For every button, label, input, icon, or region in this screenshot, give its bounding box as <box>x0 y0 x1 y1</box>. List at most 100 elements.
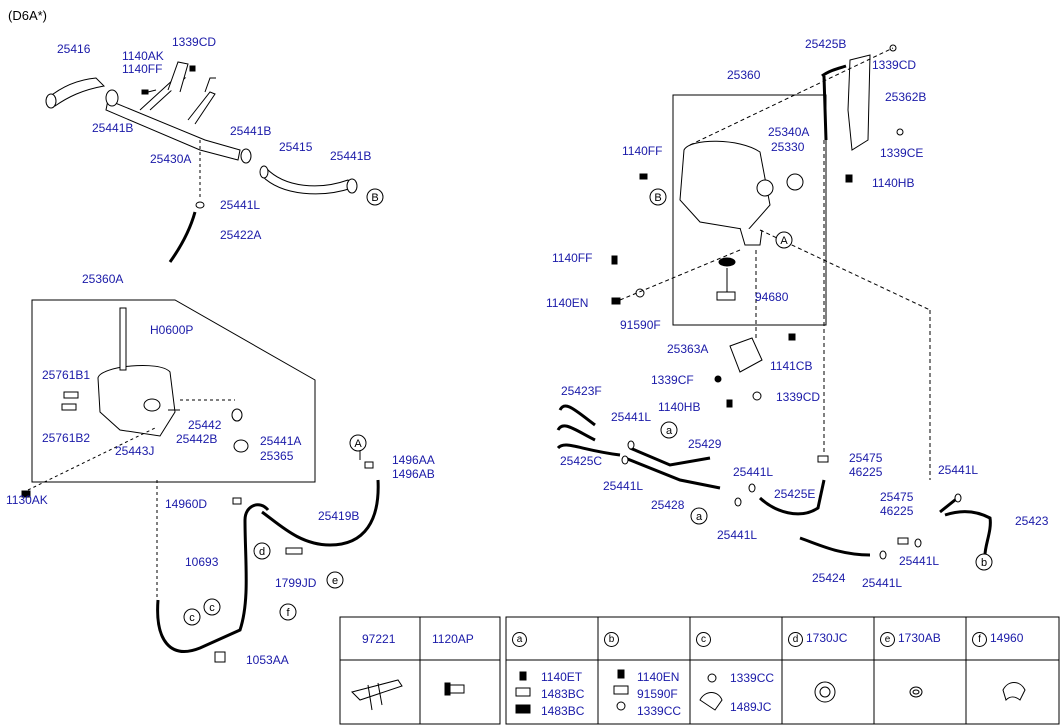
bolt-1140EN <box>611 297 621 305</box>
legend-a-part[interactable]: 1483BC <box>541 687 585 701</box>
reference-letter: b <box>981 557 987 569</box>
reference-circle-A: A <box>775 231 793 249</box>
part-number-94680[interactable]: 94680 <box>755 290 789 304</box>
legend-header-1120ap[interactable]: 1120AP <box>432 632 474 646</box>
legend-key-code[interactable]: 1730JC <box>806 631 848 645</box>
legend-header-a[interactable]: a <box>512 631 530 647</box>
part-number-46225[interactable]: 46225 <box>849 465 883 479</box>
part-number-1140ak[interactable]: 1140AK <box>122 49 164 63</box>
part-number-1339cd[interactable]: 1339CD <box>872 58 917 72</box>
part-number-1496ab[interactable]: 1496AB <box>392 467 435 481</box>
reservoir-tank <box>679 140 804 246</box>
part-number-25360[interactable]: 25360 <box>727 68 761 82</box>
part-number-25443j[interactable]: 25443J <box>115 444 155 458</box>
part-number-25441l[interactable]: 25441L <box>733 465 774 479</box>
part-number-25475[interactable]: 25475 <box>849 451 883 465</box>
legend-key-letter: d <box>788 632 803 647</box>
legend-b-part[interactable]: 1140EN <box>637 670 680 684</box>
part-number-46225[interactable]: 46225 <box>880 504 914 518</box>
legend-header-c[interactable]: c <box>696 631 714 647</box>
part-number-1140ff[interactable]: 1140FF <box>622 144 663 158</box>
part-number-25419b[interactable]: 25419B <box>318 509 360 523</box>
legend-key-code[interactable]: 14960 <box>990 631 1024 645</box>
legend-key-code[interactable]: 1730AB <box>898 631 941 645</box>
part-number-14960d[interactable]: 14960D <box>165 497 208 511</box>
part-number-1496aa[interactable]: 1496AA <box>392 453 435 467</box>
cap-25442 <box>180 399 249 453</box>
part-number-25441b[interactable]: 25441B <box>230 124 272 138</box>
part-number-25425b[interactable]: 25425B <box>805 37 847 51</box>
legend-a-part[interactable]: 1140ET <box>541 670 583 684</box>
part-number-25441b[interactable]: 25441B <box>330 149 372 163</box>
part-number-25441l[interactable]: 25441L <box>862 576 903 590</box>
part-number-25425c[interactable]: 25425C <box>560 454 603 468</box>
part-number-25424[interactable]: 25424 <box>812 571 846 585</box>
part-number-25330[interactable]: 25330 <box>771 140 805 154</box>
part-number-25761b1[interactable]: 25761B1 <box>42 368 91 382</box>
hose-10693 <box>156 503 270 653</box>
hose-25429 <box>629 446 711 467</box>
part-number-25428[interactable]: 25428 <box>651 498 685 512</box>
part-number-25416[interactable]: 25416 <box>57 42 91 56</box>
part-number-25442[interactable]: 25442 <box>188 418 222 432</box>
part-number-1339cd[interactable]: 1339CD <box>172 35 217 49</box>
part-number-1140ff[interactable]: 1140FF <box>552 251 593 265</box>
part-number-25441a[interactable]: 25441A <box>260 434 302 448</box>
reference-letter: B <box>371 192 378 204</box>
part-number-1140en[interactable]: 1140EN <box>546 296 589 310</box>
pipe-25430A <box>105 61 241 200</box>
part-number-h0600p[interactable]: H0600P <box>150 323 194 337</box>
part-number-25475[interactable]: 25475 <box>880 490 914 504</box>
part-number-1140hb[interactable]: 1140HB <box>658 400 701 414</box>
part-number-25441l[interactable]: 25441L <box>717 528 758 542</box>
part-number-1799jd[interactable]: 1799JD <box>275 576 317 590</box>
part-b-sketch <box>613 669 629 711</box>
part-number-25365[interactable]: 25365 <box>260 449 294 463</box>
part-number-25429[interactable]: 25429 <box>688 437 722 451</box>
part-number-1339ce[interactable]: 1339CE <box>880 146 924 160</box>
part-number-25362b[interactable]: 25362B <box>885 90 927 104</box>
part-number-1140hb[interactable]: 1140HB <box>872 176 915 190</box>
legend-b-part[interactable]: 1339CC <box>637 704 682 718</box>
part-number-1140ff[interactable]: 1140FF <box>122 62 163 76</box>
part-number-1053aa[interactable]: 1053AA <box>246 653 289 667</box>
part-number-25415[interactable]: 25415 <box>279 140 313 154</box>
part-number-25425e[interactable]: 25425E <box>774 487 816 501</box>
part-number-25761b2[interactable]: 25761B2 <box>42 431 91 445</box>
clamp-25441B-mid <box>240 148 252 164</box>
legend-c-part[interactable]: 1489JC <box>730 700 772 714</box>
legend-a-part[interactable]: 1483BC <box>541 704 585 718</box>
part-number-25363a[interactable]: 25363A <box>667 342 709 356</box>
part-number-25360a[interactable]: 25360A <box>82 272 124 286</box>
reference-letter: A <box>780 235 788 247</box>
hose-25424 <box>799 536 871 557</box>
part-number-25430a[interactable]: 25430A <box>150 152 192 166</box>
part-number-91590f[interactable]: 91590F <box>620 318 661 332</box>
legend-b-part[interactable]: 91590F <box>637 687 678 701</box>
part-number-25423[interactable]: 25423 <box>1015 514 1049 528</box>
legend-c-part[interactable]: 1339CC <box>730 671 775 685</box>
part-number-25441l[interactable]: 25441L <box>899 554 940 568</box>
part-number-25441l[interactable]: 25441L <box>938 463 979 477</box>
legend-header-97221[interactable]: 97221 <box>362 632 396 646</box>
hose-25415 <box>259 165 353 195</box>
part-number-25441b[interactable]: 25441B <box>92 121 134 135</box>
part-number-1130ak[interactable]: 1130AK <box>6 493 48 507</box>
part-number-25442b[interactable]: 25442B <box>176 432 218 446</box>
part-number-25423f[interactable]: 25423F <box>561 384 602 398</box>
clamp-25441B-left <box>105 89 119 107</box>
part-number-25441l[interactable]: 25441L <box>603 479 644 493</box>
part-number-10693[interactable]: 10693 <box>185 555 219 569</box>
part-number-1339cd[interactable]: 1339CD <box>776 390 821 404</box>
legend-header-b[interactable]: b <box>604 631 622 647</box>
part-number-25422a[interactable]: 25422A <box>220 228 262 242</box>
part-number-25441l[interactable]: 25441L <box>611 410 652 424</box>
part-number-25340a[interactable]: 25340A <box>768 125 810 139</box>
part-number-25441l[interactable]: 25441L <box>220 198 261 212</box>
part-number-1339cf[interactable]: 1339CF <box>651 373 694 387</box>
part-number-1141cb[interactable]: 1141CB <box>770 359 813 373</box>
